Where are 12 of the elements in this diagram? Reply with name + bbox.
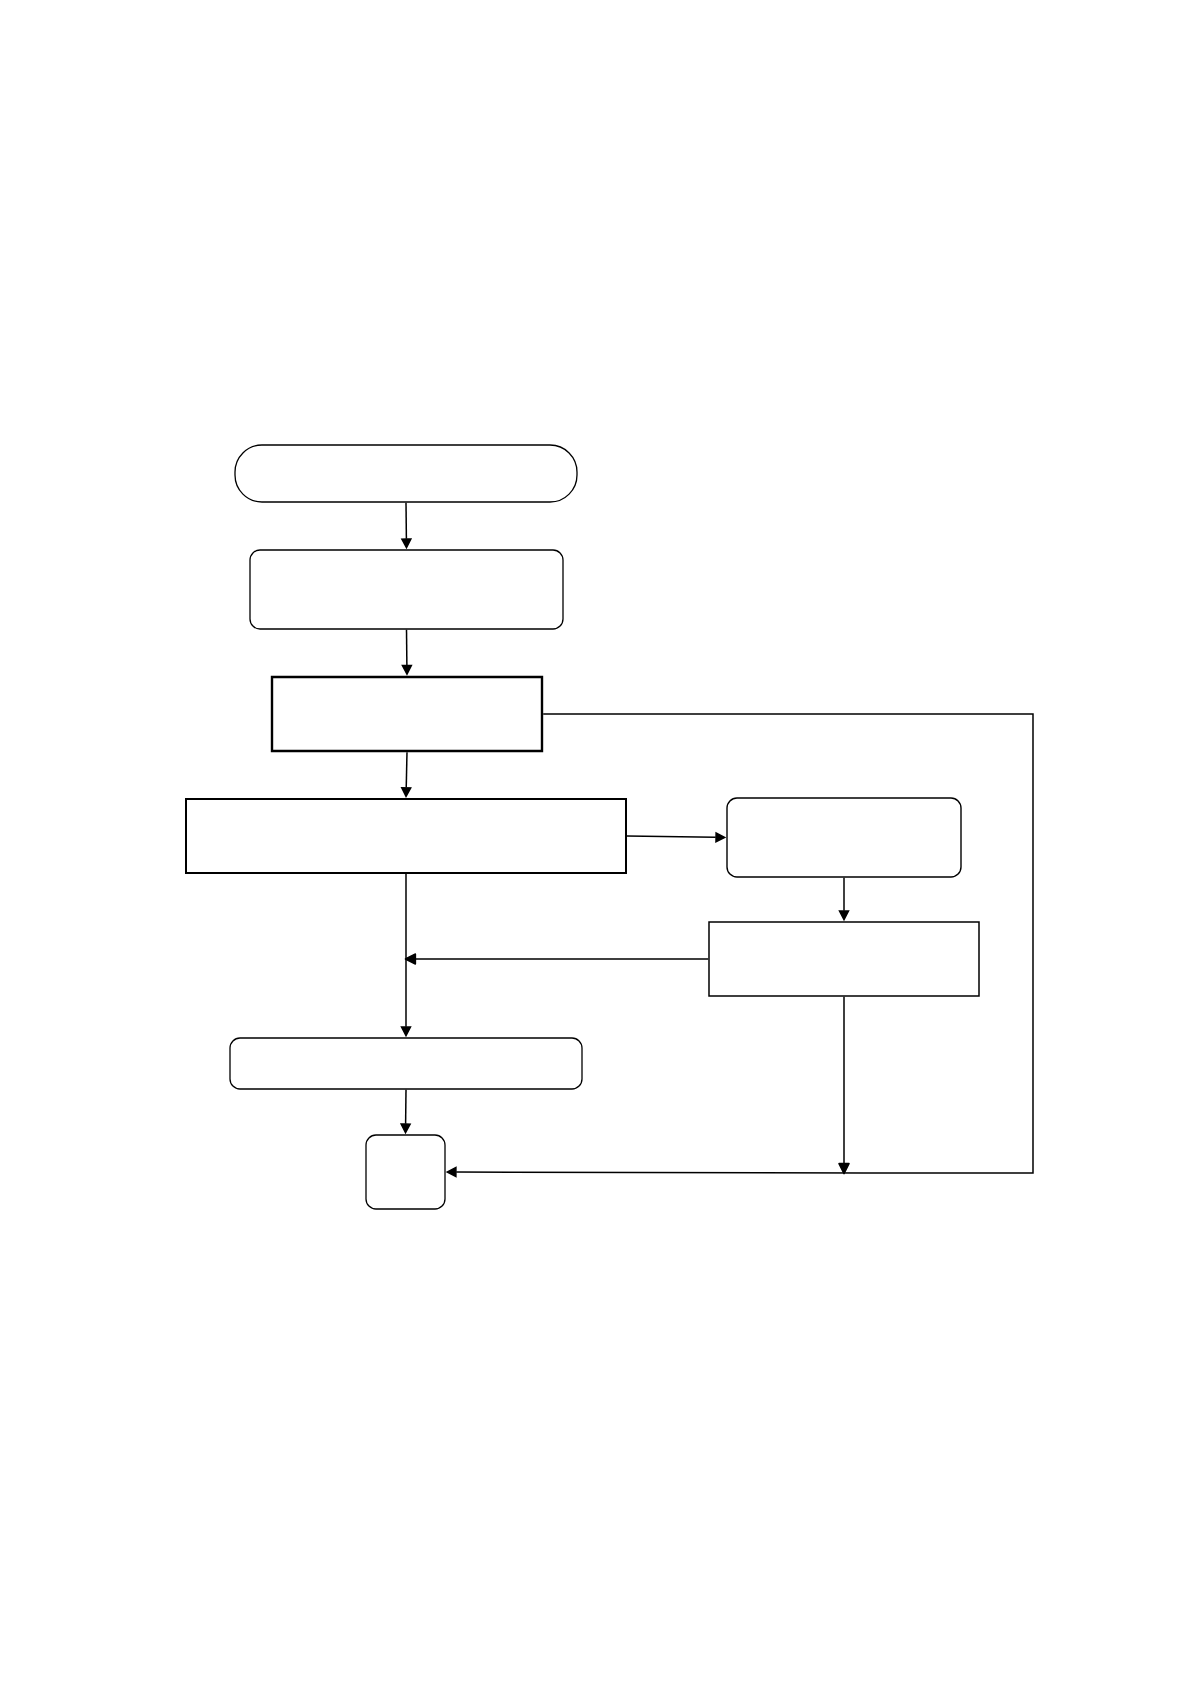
process-box [185, 798, 627, 874]
connector-line [542, 713, 1034, 1174]
arrow [404, 953, 709, 965]
rounded-box [229, 1037, 583, 1090]
connector-line [405, 873, 407, 941]
rounded-box [365, 1134, 446, 1210]
process-box [708, 921, 980, 997]
terminal-shape [234, 444, 578, 503]
rounded-box [726, 797, 962, 878]
process-box [270, 675, 544, 753]
rounded-box [249, 549, 564, 630]
arrow [838, 996, 850, 1175]
